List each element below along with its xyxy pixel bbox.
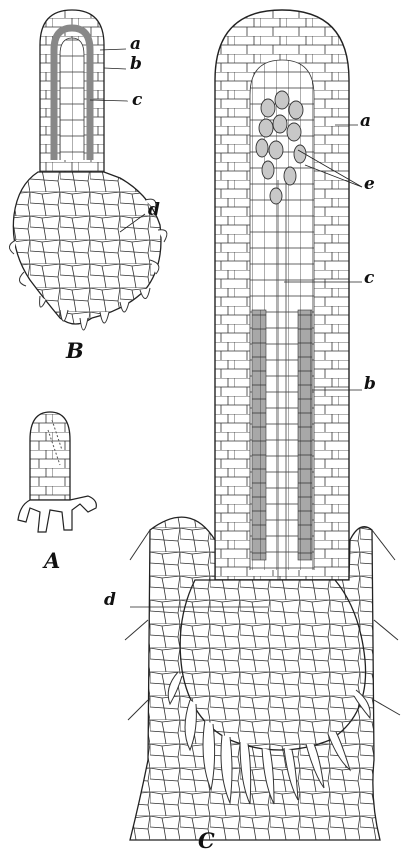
label-c-e: e [364,176,375,193]
label-c-a: a [360,113,371,130]
label-b-a: a [130,36,141,53]
panel-a-drawing [18,412,96,532]
label-b-d: d [148,202,160,219]
label-c-c: c [364,270,374,287]
panel-label-b: B [66,340,84,361]
panel-label-a: A [44,550,60,571]
panel-c-drawing [125,10,400,840]
label-b-c: c [132,92,142,109]
panel-b-drawing [9,10,166,330]
label-b-b: b [130,56,142,73]
label-c-b: b [364,376,376,393]
label-c-d: d [104,592,116,609]
panel-label-c: C [198,830,215,851]
